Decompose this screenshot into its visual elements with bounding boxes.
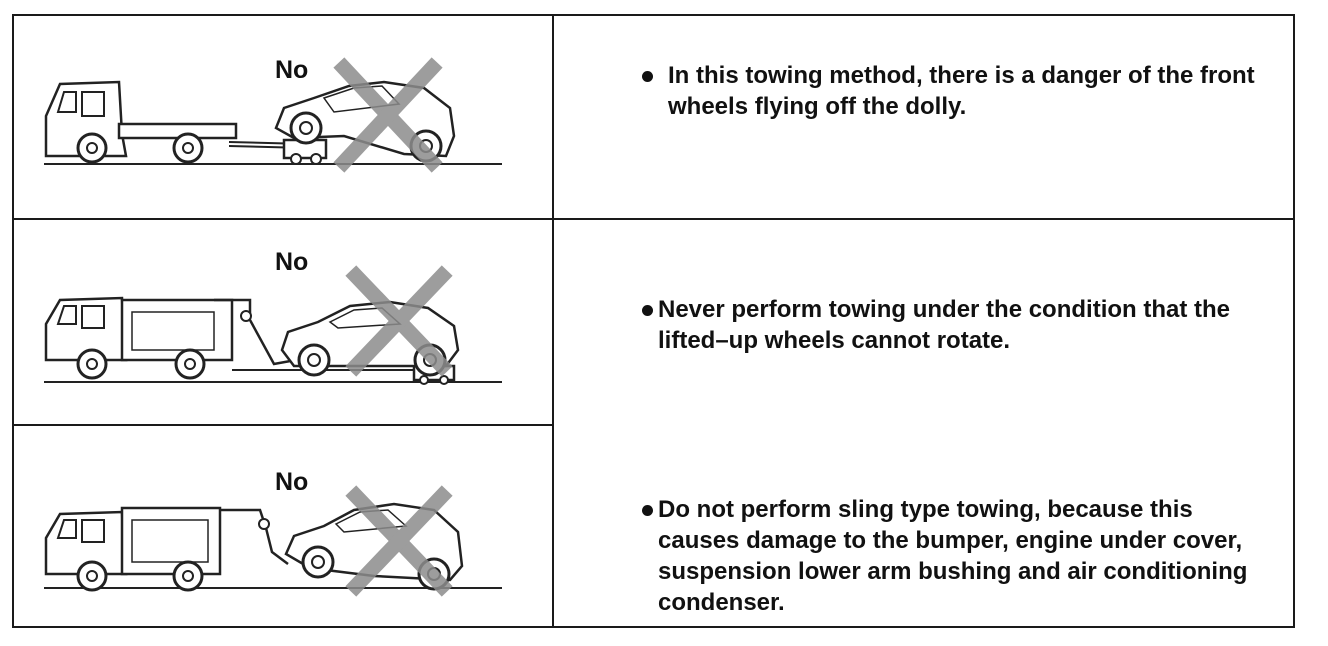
row-divider-2-left [12,424,554,426]
caution-text: In this towing method, there is a danger… [668,62,1255,120]
illustration-cell-2: No [14,220,552,424]
x-mark-icon [345,265,453,377]
caution-text: Do not perform sling type towing, becaus… [658,496,1248,616]
table-border-bottom [12,626,1295,628]
tow-truck-with-dolly [44,57,502,173]
sling-tow-truck [44,485,502,597]
illustration-cell-3: No [14,426,552,626]
bullet-icon [642,505,653,516]
illustration-cell-1: No [14,16,552,218]
no-label: No [275,56,309,84]
row-divider-1-left [12,218,554,220]
table-border-right [1293,14,1295,628]
description-cell-3: Do not perform sling type towing, becaus… [554,426,1293,626]
caution-text: Never perform towing under the condition… [658,296,1231,354]
description-cell-2: Never perform towing under the condition… [554,220,1293,424]
x-mark-icon [333,57,443,173]
table-border-top [12,14,1295,16]
x-mark-icon [345,485,453,597]
wheel-lift-tow-truck [44,265,502,385]
bullet-icon [642,71,653,82]
description-cell-1: In this towing method, there is a danger… [554,16,1293,218]
no-label: No [275,248,309,276]
bullet-icon [642,305,653,316]
column-divider [552,14,554,628]
towing-caution-table: No [12,14,1295,628]
table-border-left [12,14,14,628]
row-divider-1-right [552,218,1295,220]
no-label: No [275,468,309,496]
